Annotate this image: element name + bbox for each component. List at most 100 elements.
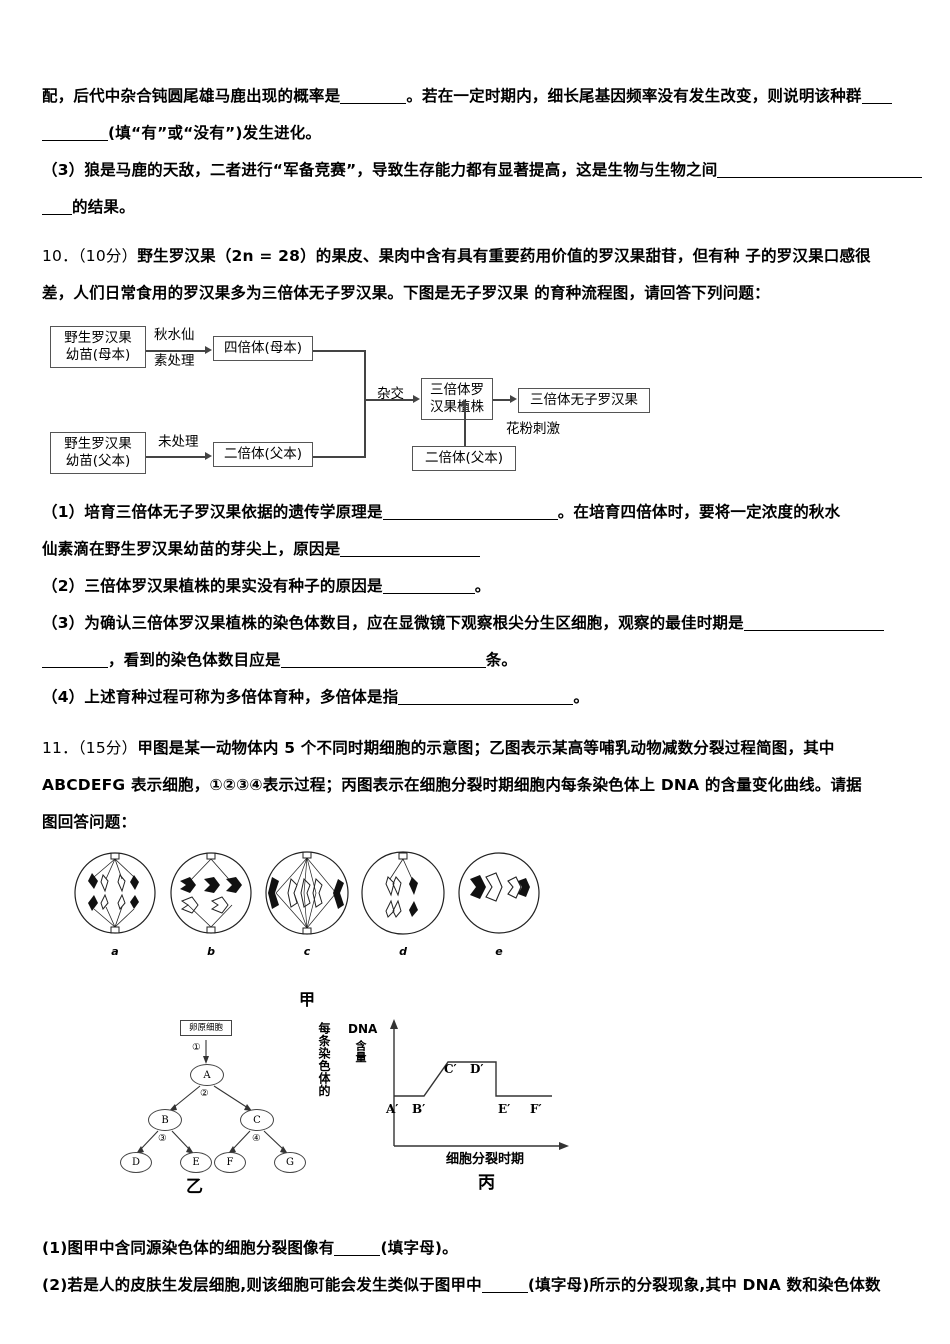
- figure-yi-caption: 乙: [186, 1177, 203, 1197]
- q10-stem-text-2: 差，人们日常食用的罗汉果多为三倍体无子罗汉果。下图是无子罗汉果 的育种流程图，请…: [42, 284, 770, 302]
- tree-step-1: ①: [192, 1042, 201, 1053]
- answer-blank[interactable]: [340, 103, 407, 104]
- chart-point-label-C: C′: [444, 1062, 457, 1076]
- flow-arrowhead: [413, 394, 420, 403]
- flow-connector: [313, 456, 366, 458]
- cell-a-svg: [74, 852, 156, 934]
- flow-box-text: 三倍体无子罗汉果: [530, 392, 638, 408]
- chart-y-axis-label-content: 含量: [354, 1040, 367, 1063]
- q9-line-3: （3）狼是马鹿的天敌，二者进行“军备竞赛”，导致生存能力都有显著提高，这是生物与…: [42, 152, 923, 189]
- q10-score: （10分）: [77, 247, 138, 265]
- tree-node-F: F: [214, 1152, 246, 1173]
- flow-connector: [146, 456, 206, 458]
- flow-label-colchicine-line1: 秋水仙: [154, 327, 195, 343]
- chart-point-label-E: E′: [498, 1102, 511, 1116]
- answer-blank[interactable]: [382, 519, 558, 520]
- tree-node-G: G: [274, 1152, 306, 1173]
- flow-box-text: 幼苗(父本): [65, 453, 131, 469]
- figure-bing-chart: 每条染色体的 DNA 含量 A′: [317, 1014, 628, 1204]
- q11-stem-text-1: 甲图是某一动物体内 5 个不同时期细胞的示意图；乙图表示某高等哺乳动物减数分裂过…: [137, 739, 835, 757]
- flow-box-diploid-father: 二倍体(父本): [213, 442, 313, 467]
- answer-blank[interactable]: [717, 177, 923, 178]
- answer-blank[interactable]: [340, 556, 481, 557]
- flow-box-text: 汉果植株: [430, 399, 484, 415]
- tree-node-C: C: [240, 1109, 274, 1131]
- q11-sub-2: (2)若是人的皮肤生发层细胞,则该细胞可能会发生类似于图甲中(填字母)所示的分裂…: [42, 1276, 881, 1294]
- figure-jia-cells: a b: [72, 847, 542, 982]
- answer-blank[interactable]: [382, 593, 475, 594]
- chart-y-axis-label-dna: DNA: [348, 1022, 378, 1036]
- flow-arrowhead: [205, 451, 212, 460]
- flow-label-untreated: 未处理: [158, 434, 199, 450]
- chart-x-axis-label: 细胞分裂时期: [446, 1152, 525, 1167]
- q11-stem-line-3: 图回答问题：: [42, 804, 910, 841]
- flow-connector: [464, 406, 466, 446]
- tree-node-B: B: [148, 1109, 182, 1131]
- q9-line2-text: (填“有”或“没有”)发生进化。: [108, 124, 322, 142]
- answer-blank[interactable]: [481, 1292, 528, 1293]
- cell-b-svg: [170, 852, 252, 934]
- answer-blank[interactable]: [743, 630, 884, 631]
- tree-root-box-oogonium: 卵原细胞: [180, 1020, 232, 1036]
- answer-blank[interactable]: [42, 667, 108, 668]
- flow-connector: [364, 399, 414, 401]
- cell-c-svg: [265, 851, 349, 935]
- q11-stem-line-2: ABCDEFG 表示细胞，①②③④表示过程；丙图表示在细胞分裂时期细胞内每条染色…: [42, 767, 910, 804]
- flow-connector: [493, 399, 511, 401]
- cell-label-a: a: [111, 945, 119, 958]
- q9-line-2: (填“有”或“没有”)发生进化。: [42, 115, 910, 152]
- tree-step-2: ②: [200, 1088, 209, 1099]
- q9-line1-text-b: 。若在一定时期内，细长尾基因频率没有发生改变，则说明该种群: [406, 87, 862, 105]
- figure-yi-tree: 卵原细胞 ① ② ③ ④ A B C D: [120, 1014, 368, 1204]
- flow-box-tetraploid-mother: 四倍体(母本): [213, 336, 313, 361]
- q10-stem-line-1: 10．（10分）野生罗汉果（2n = 28）的果皮、果肉中含有具有重要药用价值的…: [42, 238, 910, 275]
- flow-box-text: 二倍体(父本): [424, 450, 504, 466]
- flow-connector: [364, 350, 366, 456]
- q9-line3-text: （3）狼是马鹿的天敌，二者进行“军备竞赛”，导致生存能力都有显著提高，这是生物与…: [42, 161, 718, 179]
- answer-blank[interactable]: [42, 214, 72, 215]
- breeding-flowchart: 野生罗汉果 幼苗(母本) 四倍体(母本) 野生罗汉果 幼苗(父本) 二倍体(父本…: [50, 324, 690, 484]
- figure-yi-bing-container: 卵原细胞 ① ② ③ ④ A B C D: [120, 1014, 648, 1204]
- q11-number: 11．: [42, 739, 78, 757]
- tree-node-E: E: [180, 1152, 212, 1173]
- flow-box-text: 幼苗(母本): [65, 347, 131, 363]
- cell-diagram-e: e: [456, 847, 542, 958]
- q10-sub-3b: ，看到的染色体数目应是条。: [42, 642, 910, 679]
- cell-diagram-d: d: [360, 847, 446, 958]
- answer-blank[interactable]: [280, 667, 486, 668]
- answer-blank[interactable]: [42, 140, 108, 141]
- q10-sub-3a: （3）为确认三倍体罗汉果植株的染色体数目，应在显微镜下观察根尖分生区细胞，观察的…: [42, 605, 910, 642]
- flow-box-text: 二倍体(父本): [223, 446, 303, 462]
- cell-label-e: e: [495, 945, 503, 958]
- q10-stem-line-2: 差，人们日常食用的罗汉果多为三倍体无子罗汉果。下图是无子罗汉果 的育种流程图，请…: [42, 275, 910, 312]
- flow-box-diploid-father-2: 二倍体(父本): [412, 446, 516, 471]
- q11-stem-text-2: ABCDEFG 表示细胞，①②③④表示过程；丙图表示在细胞分裂时期细胞内每条染色…: [42, 776, 862, 794]
- cell-diagram-a: a: [72, 847, 158, 958]
- cell-diagram-b: b: [168, 847, 254, 958]
- q10-sub-1b: 仙素滴在野生罗汉果幼苗的芽尖上，原因是: [42, 531, 910, 568]
- answer-blank[interactable]: [861, 103, 892, 104]
- cell-e-svg: [458, 852, 540, 934]
- flow-label-pollen-stimulus: 花粉刺激: [506, 421, 560, 437]
- q9-line-4: 的结果。: [42, 189, 910, 226]
- answer-blank[interactable]: [334, 1255, 381, 1256]
- q10-number: 10．: [42, 247, 78, 265]
- chart-plot-svg: [390, 1019, 569, 1150]
- chart-point-label-A: A′: [386, 1102, 399, 1116]
- answer-blank[interactable]: [398, 704, 574, 705]
- flow-box-triploid-seedless-fruit: 三倍体无子罗汉果: [518, 388, 650, 413]
- chart-point-label-B: B′: [412, 1102, 426, 1116]
- flow-arrowhead: [460, 399, 468, 406]
- flow-box-mother-seedling: 野生罗汉果 幼苗(母本): [50, 326, 146, 368]
- q11-score: （15分）: [77, 739, 138, 757]
- flow-box-text: 野生罗汉果: [64, 330, 132, 346]
- flow-label-hybridize: 杂交: [377, 386, 404, 402]
- figure-bing-caption: 丙: [478, 1173, 495, 1193]
- q11-stem-text-3: 图回答问题：: [42, 813, 137, 831]
- flow-box-father-seedling: 野生罗汉果 幼苗(父本): [50, 432, 146, 474]
- flow-arrowhead: [510, 394, 517, 403]
- q9-line4-text: 的结果。: [72, 198, 135, 216]
- q11-stem-line-1: 11．（15分）甲图是某一动物体内 5 个不同时期细胞的示意图；乙图表示某高等哺…: [42, 730, 910, 767]
- flow-box-triploid-plant: 三倍体罗 汉果植株: [421, 378, 493, 420]
- cell-d-svg: [361, 851, 445, 935]
